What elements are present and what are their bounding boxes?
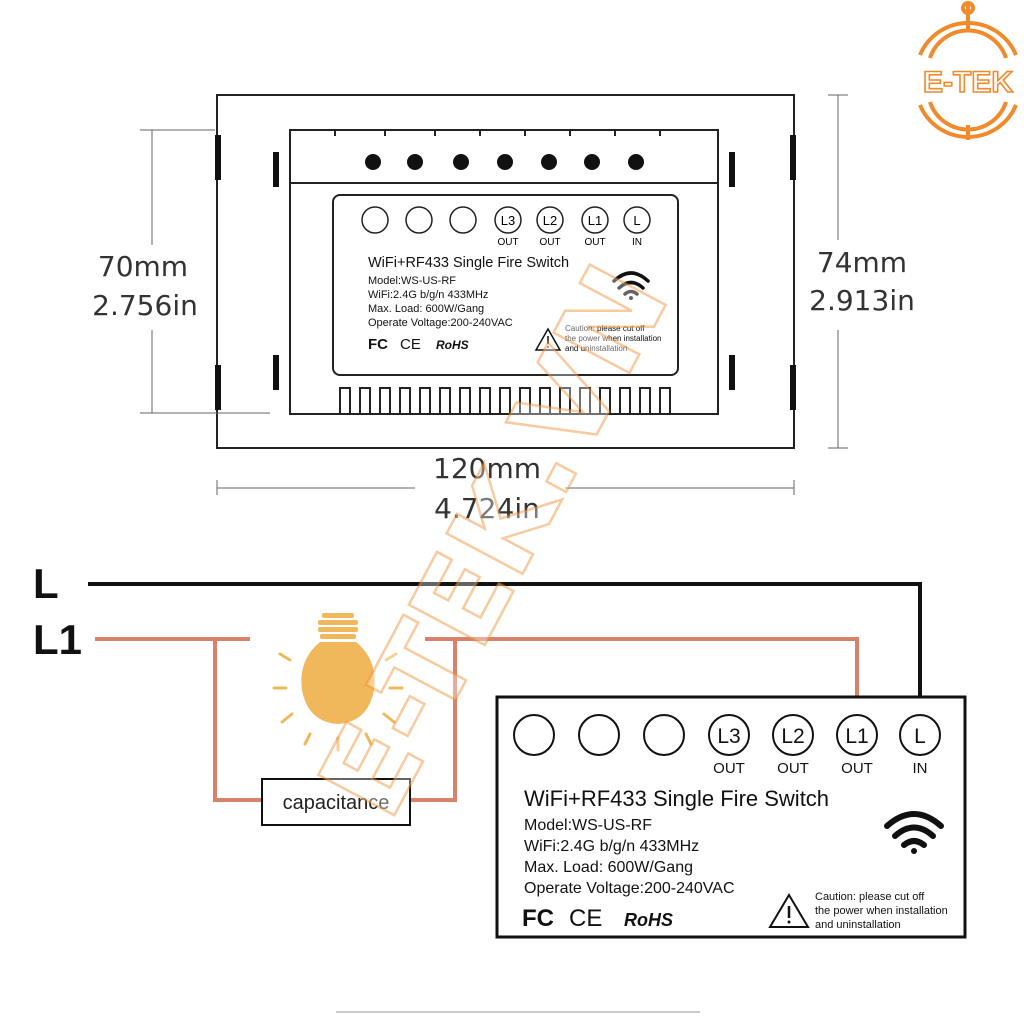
small-label-model: Model:WS-US-RF xyxy=(368,275,456,287)
terminal-l2: L2 xyxy=(781,725,804,748)
dim-height-right-in: 2.913in xyxy=(809,284,915,317)
clip-left-bottom xyxy=(215,365,221,410)
bulb-icon xyxy=(272,613,404,752)
terminal-l1: L1 xyxy=(845,725,868,748)
big-terminals: L3 L2 L1 L OUT OUT OUT IN xyxy=(513,714,941,777)
small-label-panel xyxy=(332,194,679,376)
small-caution-1: Caution: please cut off xyxy=(565,324,645,333)
capacitance-label: capacitance xyxy=(283,792,390,814)
dim-height-left-in: 2.756in xyxy=(92,289,198,322)
caution-line-2: the power when installation xyxy=(815,905,948,917)
label-wifi: WiFi:2.4G b/g/n 433MHz xyxy=(524,838,699,855)
wiring-diagram: L L1 capacitance xyxy=(33,560,967,939)
caution-line-3: and uninstallation xyxy=(815,919,901,931)
small-caution-icon xyxy=(534,327,562,351)
dim-width-in: 4.724in xyxy=(434,492,540,525)
small-terminal-l3-sub: OUT xyxy=(497,237,518,248)
brand-logo: E-TEK xyxy=(918,1,1018,140)
small-terminals: L3 L2 L1 L OUT OUT OUT IN xyxy=(361,206,651,248)
plate-outline xyxy=(216,94,795,449)
cert-rohs: RoHS xyxy=(624,910,673,930)
live-wire xyxy=(88,582,922,722)
label-live: L xyxy=(33,560,59,607)
small-terminal-l-sub: IN xyxy=(632,237,642,248)
small-label-load: Max. Load: 600W/Gang xyxy=(368,303,484,315)
small-terminal-l3: L3 xyxy=(501,213,515,228)
terminal-l-sub: IN xyxy=(913,760,928,777)
caution-line-1: Caution: please cut off xyxy=(815,891,925,903)
small-cert-rohs: RoHS xyxy=(436,338,469,352)
clip-left-top xyxy=(215,135,221,180)
small-terminal-l2-sub: OUT xyxy=(539,237,560,248)
small-label-wifi: WiFi:2.4G b/g/n 433MHz xyxy=(368,289,488,301)
cert-fc: FC xyxy=(522,905,554,932)
label-voltage: Operate Voltage:200-240VAC xyxy=(524,880,735,897)
dim-width-mm: 120mm xyxy=(433,452,541,485)
small-caution-3: and uninstallation xyxy=(565,344,627,353)
logo-plug-icon xyxy=(918,1,1018,140)
small-caution-2: the power when installation xyxy=(565,334,662,343)
dim-height-right-mm: 74mm xyxy=(817,246,907,279)
small-label-title: WiFi+RF433 Single Fire Switch xyxy=(368,255,569,271)
terminal-l2-sub: OUT xyxy=(777,760,809,777)
small-cert-fc: FC xyxy=(368,336,388,353)
terminal-l1-sub: OUT xyxy=(841,760,873,777)
terminal-l: L xyxy=(914,725,926,748)
small-terminal-l1-sub: OUT xyxy=(584,237,605,248)
caution-icon xyxy=(768,893,810,928)
clip-right-top xyxy=(790,135,796,180)
clip-right-bottom xyxy=(790,365,796,410)
small-terminal-l1: L1 xyxy=(588,213,602,228)
terminal-screws xyxy=(365,154,644,170)
label-l1: L1 xyxy=(33,616,82,663)
logo-text: E-TEK xyxy=(923,66,1013,99)
module-body xyxy=(289,129,719,415)
small-terminal-l: L xyxy=(633,213,640,228)
small-cert-ce: CE xyxy=(400,336,421,353)
wifi-icon xyxy=(884,811,944,854)
label-title: WiFi+RF433 Single Fire Switch xyxy=(524,786,829,811)
label-load: Max. Load: 600W/Gang xyxy=(524,859,693,876)
terminal-l3: L3 xyxy=(717,725,740,748)
front-view-drawing: L3 L2 L1 L OUT OUT OUT IN WiFi+RF433 Sin… xyxy=(92,94,915,525)
terminal-l3-sub: OUT xyxy=(713,760,745,777)
label-model: Model:WS-US-RF xyxy=(524,817,652,834)
dim-height-left-mm: 70mm xyxy=(98,250,188,283)
cert-ce: CE xyxy=(569,905,602,932)
small-terminal-l2: L2 xyxy=(543,213,557,228)
load-wire-out xyxy=(425,637,859,722)
comb-vents xyxy=(339,387,671,415)
capacitance-box xyxy=(261,778,411,826)
small-wifi-icon xyxy=(612,271,650,300)
small-label-voltage: Operate Voltage:200-240VAC xyxy=(368,317,513,329)
